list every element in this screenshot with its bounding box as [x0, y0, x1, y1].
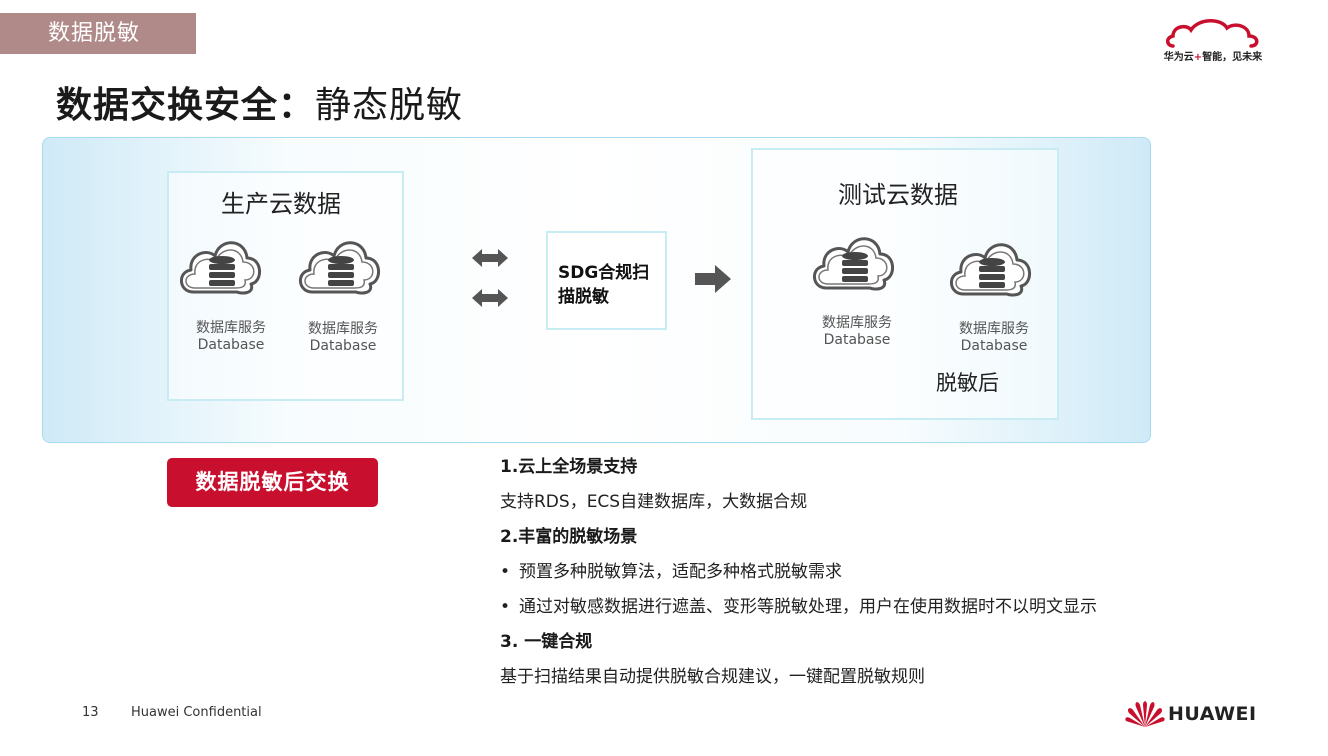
after-masking-label: 脱敏后	[936, 371, 999, 395]
huawei-logo-icon	[1125, 701, 1165, 727]
brand-slogan: 华为云+智能，见未来	[1163, 52, 1263, 63]
feature-bullet-2: 通过对敏感数据进行遮盖、变形等脱敏处理，用户在使用数据时不以明文显示	[500, 596, 1260, 631]
huawei-cloud-icon	[1166, 19, 1259, 48]
feature-heading-2: 2.丰富的脱敏场景	[500, 527, 638, 547]
section-tag: 数据脱敏	[0, 13, 196, 54]
feature-list: 1.云上全场景支持 支持RDS，ECS自建数据库，大数据合规 2.丰富的脱敏场景…	[500, 456, 1260, 701]
cloud-database-icon	[950, 243, 1031, 297]
huawei-brand-text: HUAWEI	[1168, 703, 1257, 725]
sdg-label: SDG合规扫描脱敏	[558, 263, 650, 307]
feature-heading-3: 3. 一键合规	[500, 632, 593, 652]
cloud-database-icon	[813, 237, 894, 291]
feature-heading-1: 1.云上全场景支持	[500, 457, 638, 477]
page-number: 13	[82, 705, 99, 720]
cloud-database-icon	[299, 241, 380, 295]
feature-bullet-1: 预置多种脱敏算法，适配多种格式脱敏需求	[500, 561, 1260, 596]
bidirectional-arrow-icon	[472, 289, 508, 307]
target-group-title: 测试云数据	[838, 181, 958, 209]
source-group-title: 生产云数据	[221, 190, 341, 218]
feature-text-3: 基于扫描结果自动提供脱敏合规建议，一键配置脱敏规则	[500, 667, 925, 687]
cloud-database-icon	[180, 241, 261, 295]
bidirectional-arrow-icon	[472, 249, 508, 267]
page-title-normal: 静态脱敏	[315, 85, 464, 126]
sdg-scan-box: SDG合规扫描脱敏	[546, 231, 667, 330]
feature-text-1: 支持RDS，ECS自建数据库，大数据合规	[500, 492, 808, 512]
masked-exchange-badge: 数据脱敏后交换	[167, 458, 378, 507]
page-title-bold: 数据交换安全：	[56, 85, 316, 126]
huawei-cloud-brand: 华为云+智能，见未来	[1155, 18, 1271, 66]
page-title: 数据交换安全：静态脱敏	[56, 76, 463, 128]
confidential-label: Huawei Confidential	[131, 705, 262, 720]
right-arrow-icon	[695, 265, 731, 293]
